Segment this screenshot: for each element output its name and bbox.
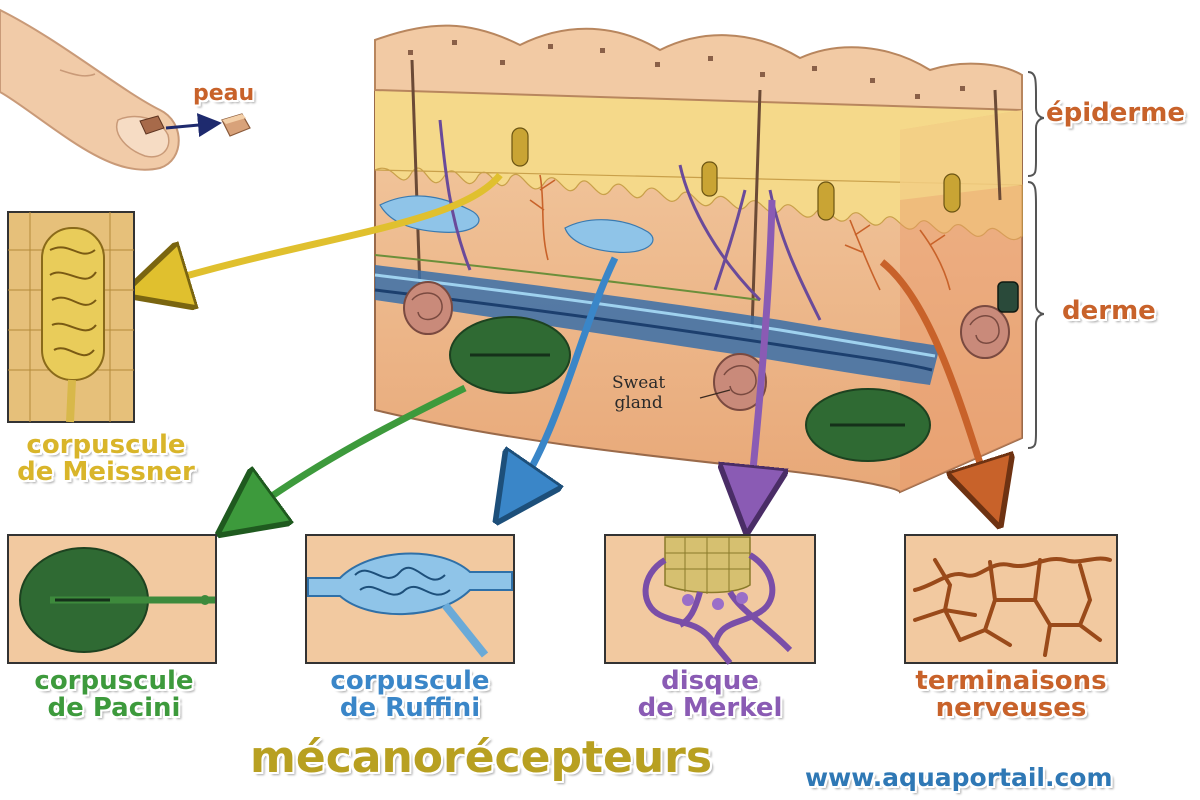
pacini-line1: corpuscule bbox=[34, 666, 194, 696]
free-nerve-endings-inset bbox=[904, 534, 1118, 664]
ruffini-corpuscle-inset bbox=[305, 534, 515, 664]
meissner-arrow bbox=[155, 172, 503, 285]
derme-bracket bbox=[1027, 181, 1045, 449]
sweat-gland-label: Sweat gland bbox=[612, 373, 665, 414]
meissner-line2: de Meissner bbox=[17, 457, 195, 488]
ruffini-label: corpuscule de Ruffini bbox=[312, 666, 508, 724]
terminaisons-line1: terminaisons bbox=[915, 666, 1107, 696]
terminaisons-label: terminaisons nerveuses bbox=[898, 666, 1124, 724]
ruffini-line1: corpuscule bbox=[330, 666, 490, 696]
merkel-arrow bbox=[750, 199, 772, 500]
sweat-gland-line1: Sweat bbox=[612, 373, 666, 393]
merkel-line1: disque bbox=[661, 666, 759, 696]
pacini-line2: de Pacini bbox=[47, 693, 181, 724]
pacini-corpuscle-inset bbox=[7, 534, 217, 664]
terminaisons-line2: nerveuses bbox=[935, 693, 1087, 724]
derme-label: derme bbox=[1062, 296, 1156, 326]
pacini-label: corpuscule de Pacini bbox=[16, 666, 212, 724]
merkel-line2: de Merkel bbox=[637, 693, 783, 724]
meissner-corpuscle-inset bbox=[7, 211, 135, 423]
skin-cross-section bbox=[374, 24, 1023, 494]
meissner-label: corpuscule de Meissner bbox=[8, 430, 204, 488]
merkel-disc-inset bbox=[604, 534, 816, 665]
merkel-label: disque de Merkel bbox=[612, 666, 808, 724]
pacini-arrow bbox=[245, 384, 467, 515]
ruffini-arrow bbox=[515, 256, 619, 495]
finger-illustration bbox=[0, 8, 180, 171]
epiderme-bracket bbox=[1027, 71, 1045, 177]
epiderme-label: épiderme bbox=[1046, 98, 1185, 128]
terminaisons-arrow bbox=[879, 259, 990, 495]
ruffini-line2: de Ruffini bbox=[339, 693, 481, 724]
website-watermark: www.aquaportail.com bbox=[805, 763, 1113, 792]
diagram-title: mécanorécepteurs bbox=[250, 732, 713, 783]
meissner-line1: corpuscule bbox=[26, 430, 186, 460]
skin-sample-icon bbox=[139, 113, 251, 138]
peau-label: peau bbox=[193, 81, 255, 106]
sweat-gland-line2: gland bbox=[614, 393, 663, 414]
